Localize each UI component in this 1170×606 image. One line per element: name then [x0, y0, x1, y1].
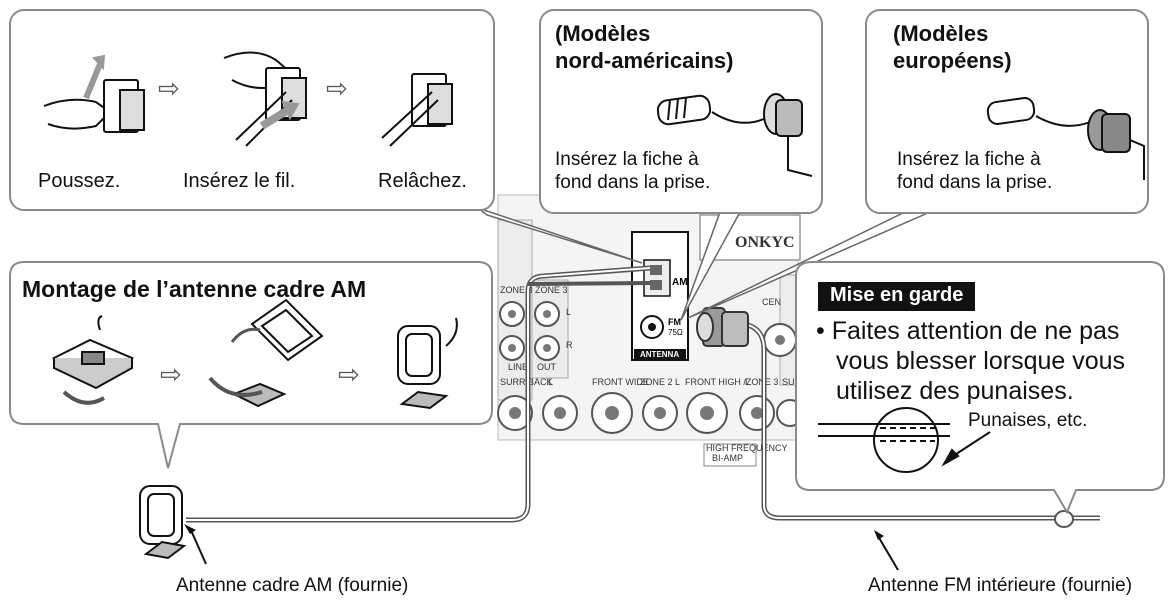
receiver-label-bi-amp: BI-AMP: [712, 453, 743, 463]
european-instruction-line-1: Insérez la fiche à: [897, 149, 1041, 170]
north-american-title-line-1: (Modèles: [555, 21, 651, 46]
north-american-plug-illustration: [656, 93, 813, 177]
fm-plug-connected: [696, 307, 749, 347]
am-loop-antenna: [139, 485, 187, 560]
arrow-am-2: ⇨: [338, 359, 360, 389]
european-title-line-2: européens): [893, 48, 1012, 73]
caution-text: • Faites attention de ne pas vous blesse…: [816, 316, 1125, 406]
receiver-label-cen: CEN: [762, 297, 781, 307]
caution-text-line-1: • Faites attention de ne pas: [816, 317, 1120, 345]
pin-label: Punaises, etc.: [968, 410, 1088, 431]
am-caption-pointer: [189, 527, 207, 565]
receiver-label-front-high: FRONT HIGH /ZONE 3: [685, 377, 778, 387]
receiver-label-zone2-l: ZONE 2 L: [640, 377, 680, 387]
arrow-step-2: ⇨: [326, 73, 348, 103]
receiver-label-line: LINE: [508, 362, 528, 372]
receiver-label-out: OUT: [537, 362, 557, 372]
am-mounting-step-3: [397, 317, 458, 410]
caution-title: Mise en garde: [818, 282, 976, 311]
terminal-am-label: AM: [672, 277, 688, 288]
arrow-step-1: ⇨: [158, 73, 180, 103]
european-instruction: Insérez la fiche à fond dans la prise.: [897, 148, 1052, 194]
receiver-label-r: R: [566, 340, 573, 350]
north-american-title-line-2: nord-américains): [555, 48, 734, 73]
receiver-label-l: L: [566, 307, 571, 317]
receiver-brand: ONKYC: [735, 234, 795, 251]
caution-text-line-3: utilisez des punaises.: [836, 377, 1074, 405]
antenna-cables: [186, 265, 1100, 528]
antenna-label: ANTENNA: [640, 350, 679, 359]
european-instruction-line-2: fond dans la prise.: [897, 172, 1053, 193]
step-insert-illustration: [223, 51, 307, 147]
am-antenna-caption: Antenne cadre AM (fournie): [176, 575, 409, 596]
north-american-instruction: Insérez la fiche à fond dans la prise.: [555, 148, 710, 194]
european-title: (Modèles européens): [893, 20, 1012, 74]
fm-caption-pointer: [877, 535, 899, 571]
am-mounting-step-2: [208, 298, 324, 408]
receiver-label-high-frequency: HIGH FREQUENCY: [706, 443, 788, 453]
receiver-label-zone3-a: ZONE 3: [500, 285, 533, 295]
pin-warning-illustration: [818, 407, 991, 473]
european-plug-illustration: [986, 97, 1145, 180]
receiver-label-l3: L: [745, 377, 750, 387]
european-title-line-1: (Modèles: [893, 21, 989, 46]
am-mounting-title: Montage de l’antenne cadre AM: [22, 276, 367, 302]
caution-text-line-2: vous blesser lorsque vous: [836, 347, 1126, 375]
receiver-label-l2: L: [548, 377, 553, 387]
terminal-fm-label: FM: [668, 317, 681, 327]
am-mounting-step-1: [51, 315, 135, 405]
step-label-insert: Insérez le fil.: [183, 170, 296, 192]
terminal-fm-ohm: 75Ω: [668, 328, 683, 337]
north-american-title: (Modèles nord-américains): [555, 20, 734, 74]
step-label-release: Relâchez.: [378, 170, 467, 192]
fm-antenna-caption: Antenne FM intérieure (fournie): [868, 575, 1133, 596]
receiver-label-zone3-b: ZONE 3: [535, 285, 568, 295]
antenna-terminal-block: AM FM 75Ω ANTENNA: [631, 231, 689, 361]
arrow-am-1: ⇨: [160, 359, 182, 389]
north-american-instruction-line-1: Insérez la fiche à: [555, 149, 699, 170]
receiver-label-front-wide: FRONT WIDE: [592, 377, 649, 387]
step-release-illustration: [381, 73, 453, 147]
receiver-label-su: SU: [782, 377, 795, 387]
step-label-push: Poussez.: [38, 170, 121, 192]
north-american-instruction-line-2: fond dans la prise.: [555, 172, 711, 193]
step-push-illustration: [43, 54, 145, 133]
